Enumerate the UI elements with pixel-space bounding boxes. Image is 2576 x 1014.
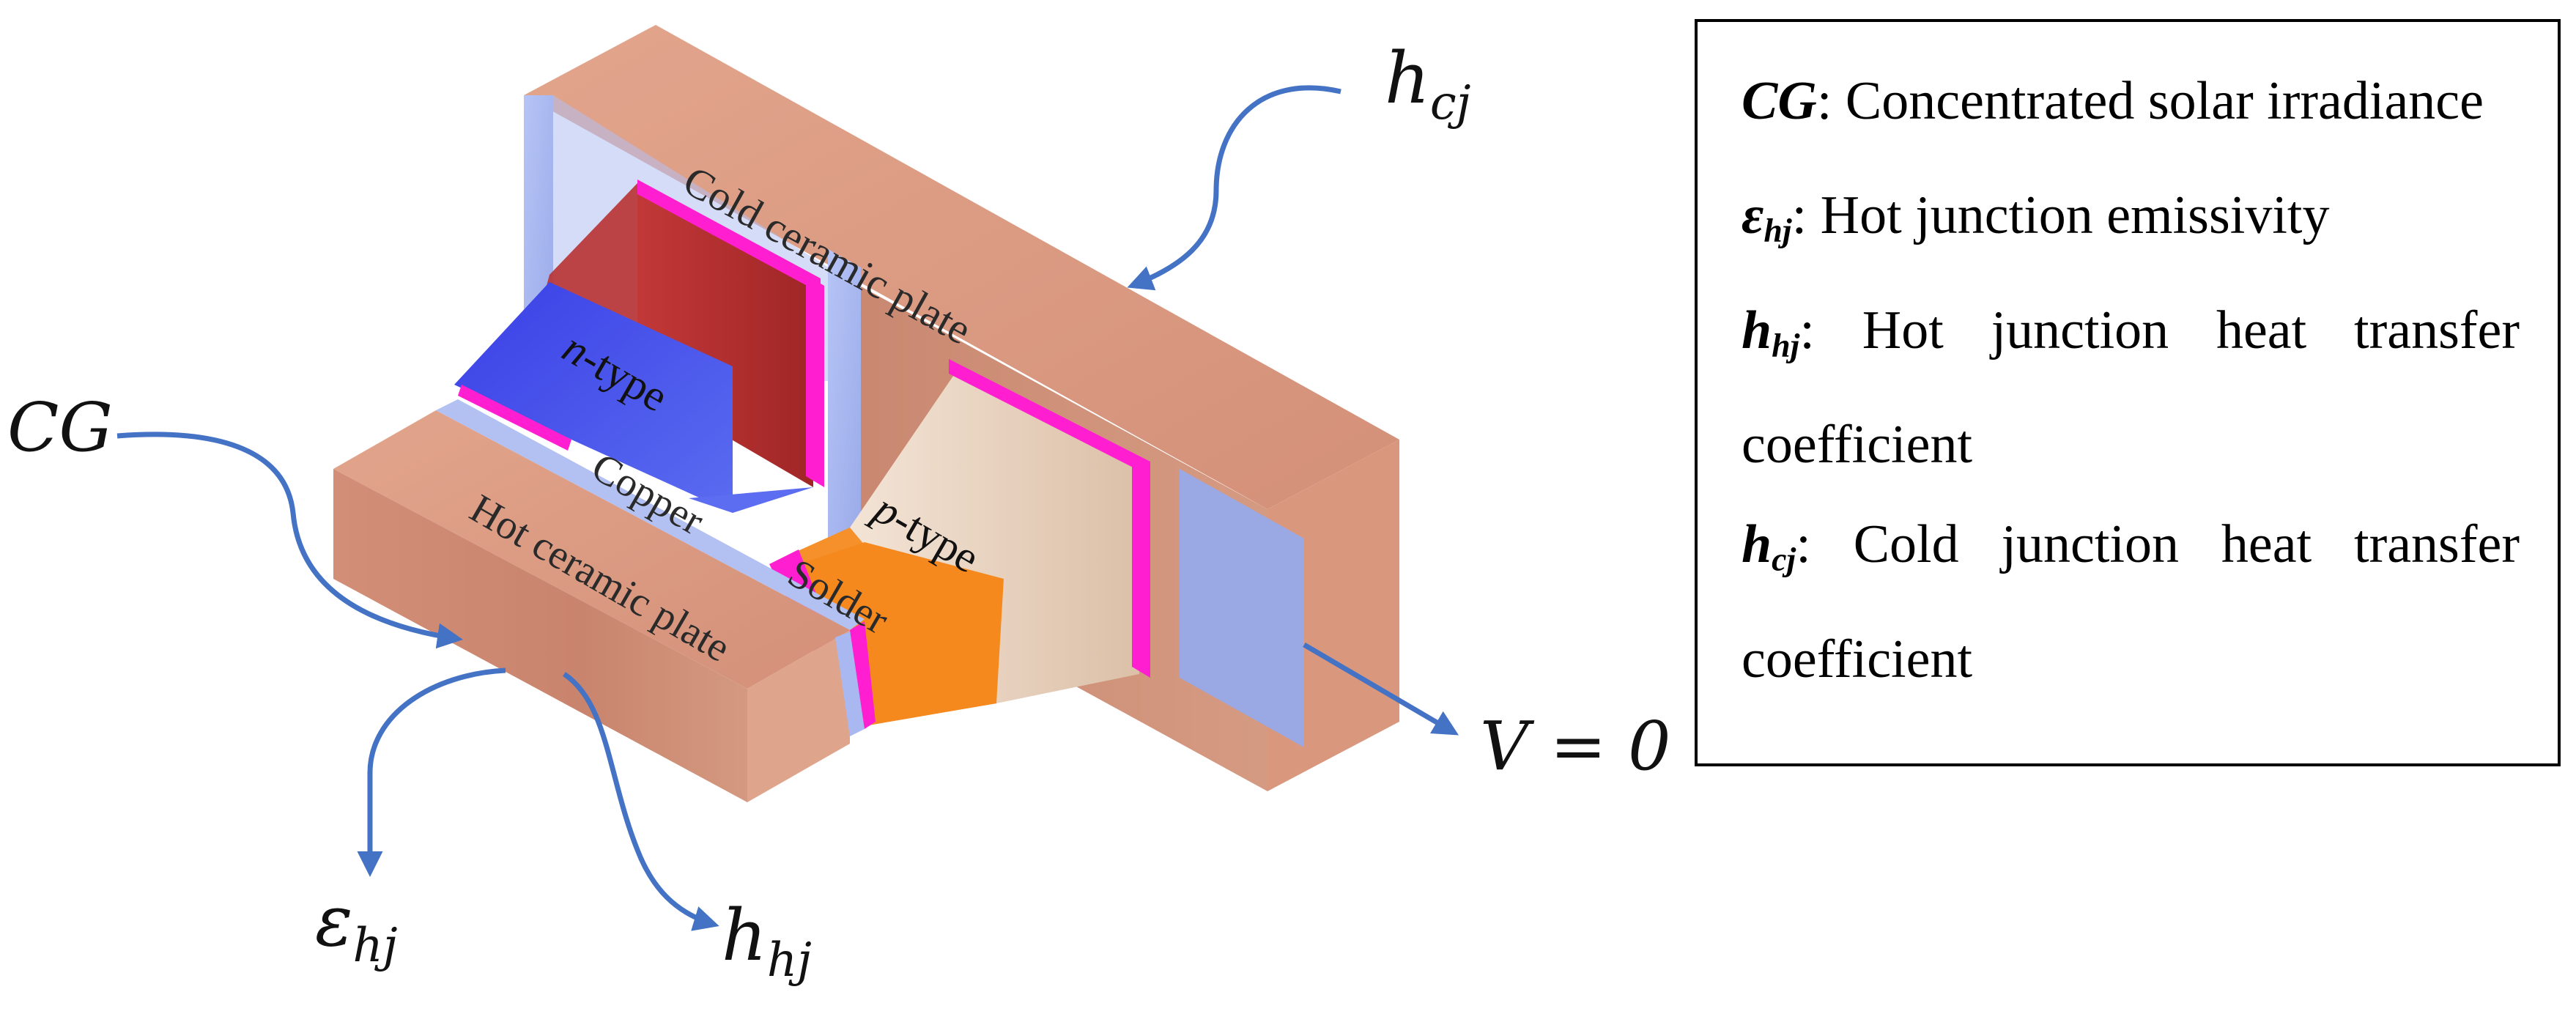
hot-ceramic-plate [333, 410, 850, 802]
arrow-hcj [1127, 85, 1341, 291]
n-type-leg [454, 180, 824, 513]
legend-description: : Hot junction heat transfer coefficient [1742, 300, 2520, 475]
symbol-hhj: hhj [722, 895, 812, 988]
legend-item-hhj: hhj: Hot junction heat transfer coeffici… [1742, 281, 2520, 495]
symbol-ehj: εhj [315, 880, 398, 973]
symbol-v0: V = 0 [1480, 707, 1671, 785]
legend-box: CG: Concentrated solar irradiance εhj: H… [1695, 19, 2561, 766]
legend-symbol: hhj [1742, 300, 1800, 364]
legend-description: : Concentrated solar irradiance [1816, 71, 2484, 131]
arrow-cg [116, 432, 463, 649]
thermoelectric-diagram: Cold ceramic plate Hot ceramic plate Cop… [7, 25, 1671, 988]
arrow-hhj [563, 672, 719, 931]
arrow-v0 [1303, 642, 1459, 736]
arrow-ehj [357, 667, 506, 877]
legend-item-cg: CG: Concentrated solar irradiance [1742, 51, 2520, 166]
legend-symbol: εhj [1742, 185, 1792, 249]
symbol-cg: CG [7, 388, 113, 467]
legend-symbol: hcj [1742, 514, 1796, 578]
legend-symbol: CG [1742, 71, 1817, 131]
legend-description: : Hot junction emissivity [1791, 185, 2330, 246]
legend-description: : Cold junction heat transfer coefficien… [1742, 514, 2520, 689]
legend-item-hcj: hcj: Cold junction heat transfer coeffic… [1742, 495, 2520, 708]
hot-copper-solder-strips [436, 399, 876, 736]
arrows [116, 85, 1459, 931]
legend-item-ehj: εhj: Hot junction emissivity [1742, 166, 2520, 280]
symbol-hcj: hcj [1385, 37, 1471, 130]
